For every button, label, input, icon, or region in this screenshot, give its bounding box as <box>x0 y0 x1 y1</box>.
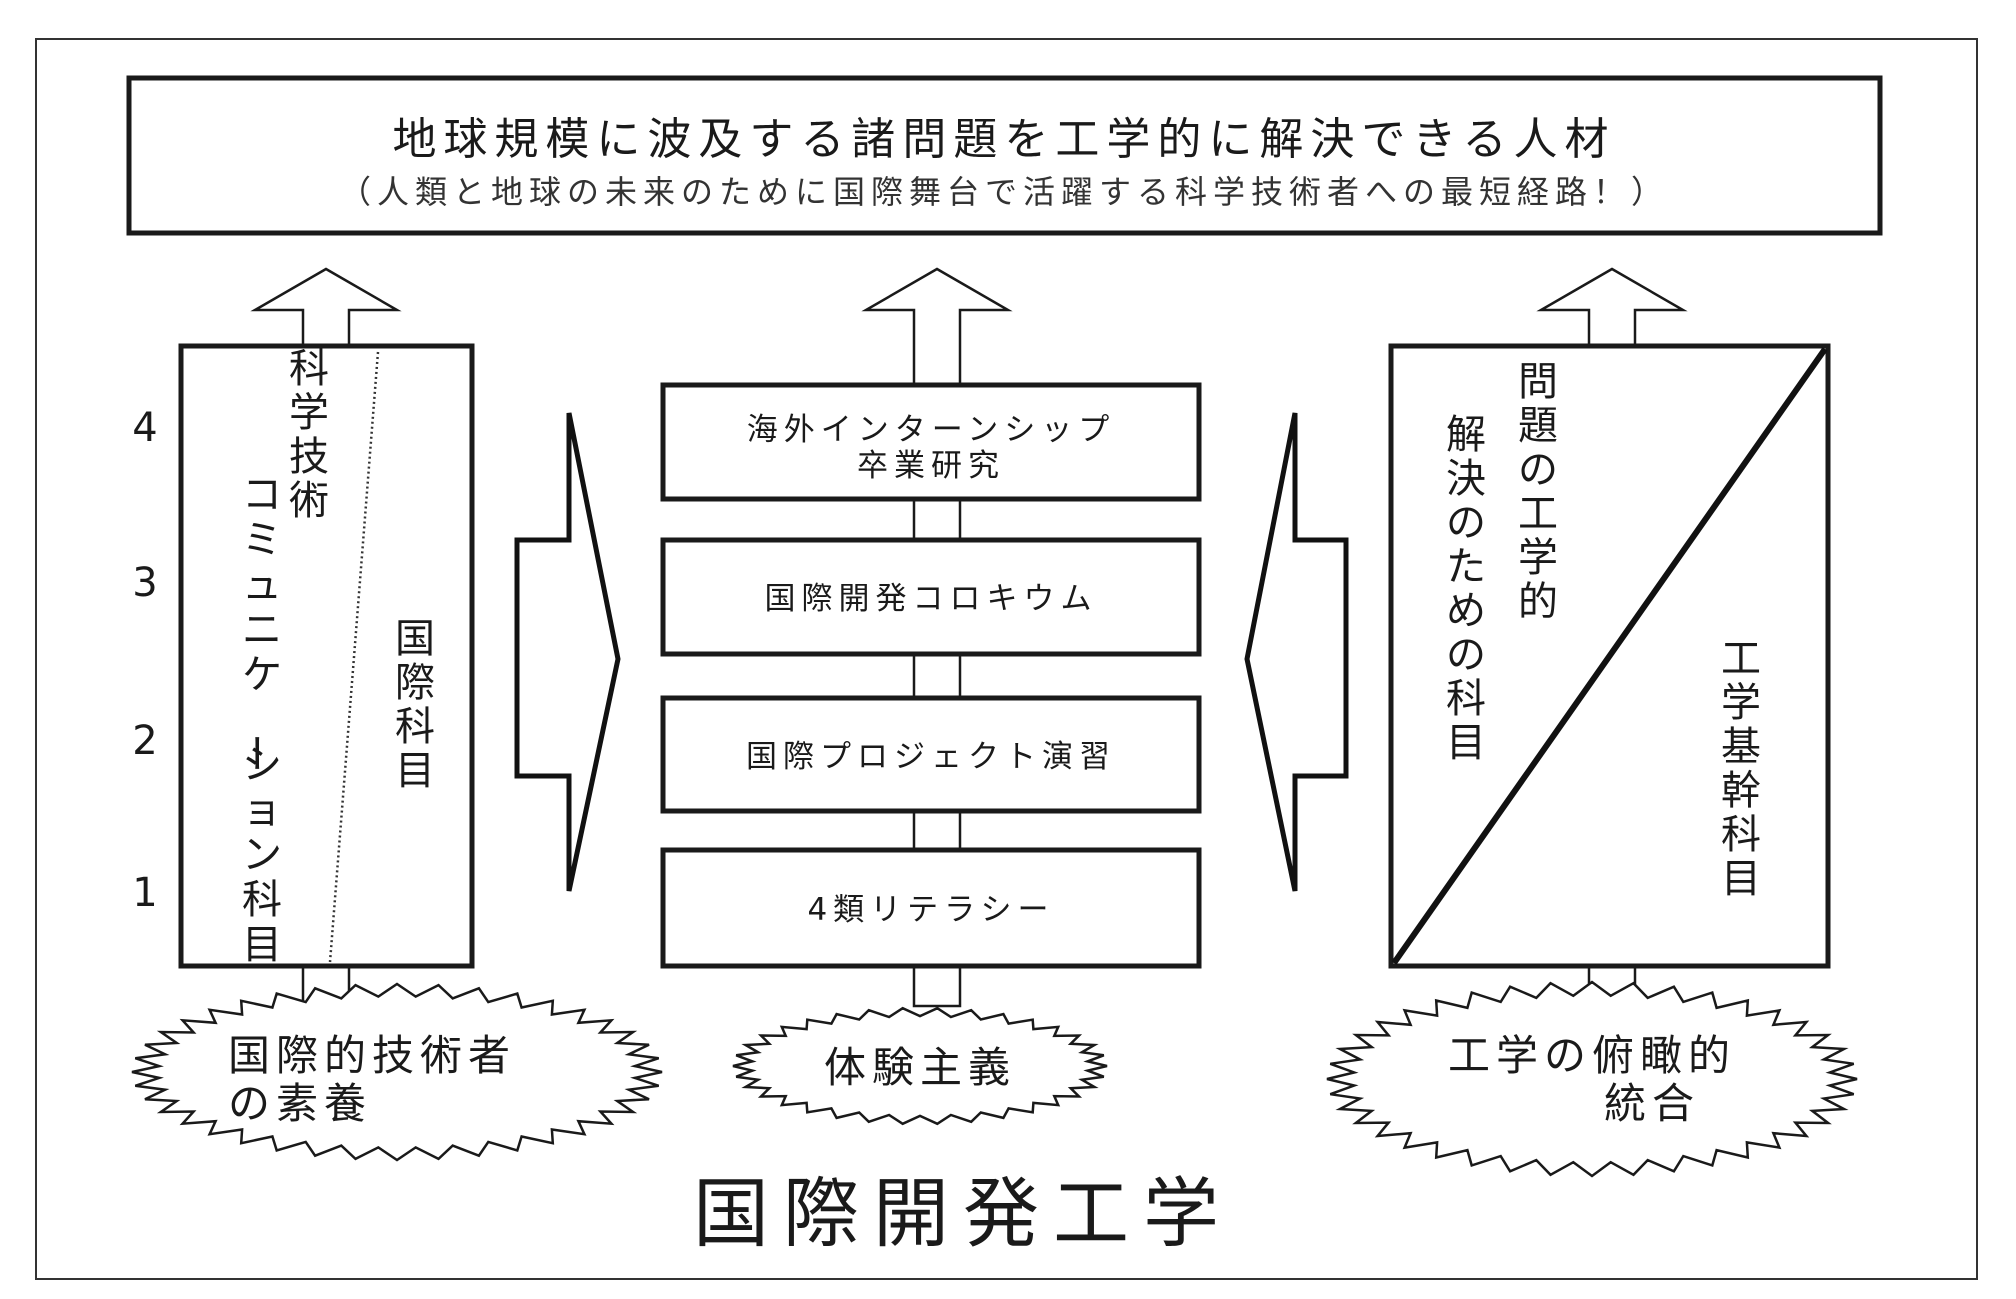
up-arrow-icon <box>250 267 402 348</box>
middle-column: 海外インターンシップ 卒業研究 国際開発コロキウム 国際プロジェクト演習 4類リ… <box>660 382 1202 969</box>
dotted-divider <box>328 351 380 963</box>
box-border <box>660 695 1202 814</box>
foundation-middle: 体験主義 <box>732 1006 1108 1126</box>
up-arrow-icon <box>1536 267 1688 348</box>
goal-title: 地球規模に波及する諸問題を工学的に解決できる人材 <box>392 114 1615 165</box>
goal-box: 地球規模に波及する諸問題を工学的に解決できる人材 （人類と地球の未来のために国際… <box>126 75 1883 236</box>
middle-box-colloquium: 国際開発コロキウム <box>660 537 1202 657</box>
foundation-right: 工学の俯瞰的 統合 <box>1326 980 1858 1178</box>
label-international: 国際科目 <box>395 616 435 794</box>
program-title: 国際開発工学 <box>693 1169 1233 1258</box>
label-science-tech: 科学技術 <box>289 346 329 524</box>
level-1: 1 <box>132 870 157 916</box>
right-pointing-arrow-icon <box>514 412 621 892</box>
up-arrow-right <box>1536 267 1688 348</box>
connector <box>912 809 962 852</box>
foundation-line2: の素養 <box>228 1079 372 1128</box>
box-border <box>660 847 1202 969</box>
foundation-left: 国際的技術者 の素養 <box>131 982 663 1162</box>
level-axis: 4 3 2 1 <box>132 405 157 916</box>
level-3: 3 <box>132 560 157 606</box>
connector <box>912 497 962 542</box>
left-box-border <box>178 343 475 969</box>
box-line1: 海外インターンシップ <box>747 412 1115 448</box>
level-2: 2 <box>132 718 157 764</box>
left-pointing-arrow-icon <box>1244 412 1349 892</box>
burst-shape <box>131 982 663 1162</box>
label-problem-line1: 問題の工学的 <box>1518 359 1558 625</box>
middle-stem <box>912 964 962 1008</box>
box-border <box>660 382 1202 502</box>
box-line1: 国際開発コロキウム <box>765 581 1098 617</box>
box-line2: 卒業研究 <box>857 448 1005 484</box>
outer-frame <box>35 38 1978 1280</box>
foundation-line1: 体験主義 <box>824 1043 1016 1092</box>
burst-shape <box>732 1006 1108 1126</box>
foundation-line1: 国際的技術者 <box>228 1031 516 1080</box>
foundation-line2: 統合 <box>1604 1079 1700 1128</box>
diagonal-divider <box>1391 347 1828 965</box>
box-line1: 国際プロジェクト演習 <box>746 739 1116 775</box>
label-problem-line2: 解決のための科目 <box>1446 412 1486 766</box>
goal-box-border <box>126 75 1883 236</box>
up-arrow-middle <box>861 267 1013 387</box>
right-column-box: 問題の工学的 解決のための科目 工学基幹科目 <box>1388 343 1831 969</box>
up-arrow-left <box>250 267 402 348</box>
up-arrow-icon <box>861 267 1013 387</box>
goal-subtitle: （人類と地球の未来のために国際舞台で活躍する科学技術者への最短経路！） <box>339 173 1669 211</box>
left-column-box: 科学技術 コミュニケーション科目 国際科目 <box>178 343 475 969</box>
foundation-line1: 工学の俯瞰的 <box>1448 1031 1736 1080</box>
middle-box-internship: 海外インターンシップ 卒業研究 <box>660 382 1202 502</box>
label-core: 工学基幹科目 <box>1721 636 1761 902</box>
connector <box>912 652 962 700</box>
middle-box-project: 国際プロジェクト演習 <box>660 695 1202 814</box>
burst-shape <box>1326 980 1858 1178</box>
box-line1: 4類リテラシー <box>807 892 1054 928</box>
box-border <box>660 537 1202 657</box>
middle-box-literacy: 4類リテラシー <box>660 847 1202 969</box>
level-4: 4 <box>132 405 157 451</box>
label-communication: コミュニケーション科目 <box>232 472 282 968</box>
